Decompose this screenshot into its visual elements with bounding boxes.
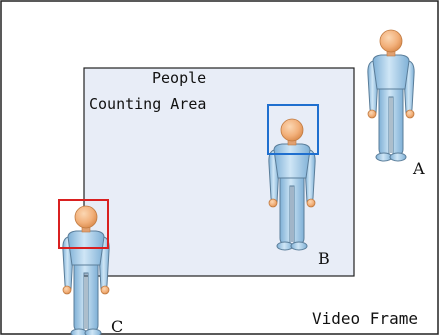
person-b-label: B xyxy=(318,249,330,268)
person-a-label: A xyxy=(412,159,425,178)
video-frame-label: Video Frame xyxy=(312,309,418,328)
counting-area-title-line1: People xyxy=(152,69,206,87)
person-c-detection-box xyxy=(58,199,109,249)
counting-area-title-line2: Counting Area xyxy=(89,95,206,113)
person-c-label: C xyxy=(111,317,123,335)
person-b-detection-box xyxy=(267,104,319,155)
